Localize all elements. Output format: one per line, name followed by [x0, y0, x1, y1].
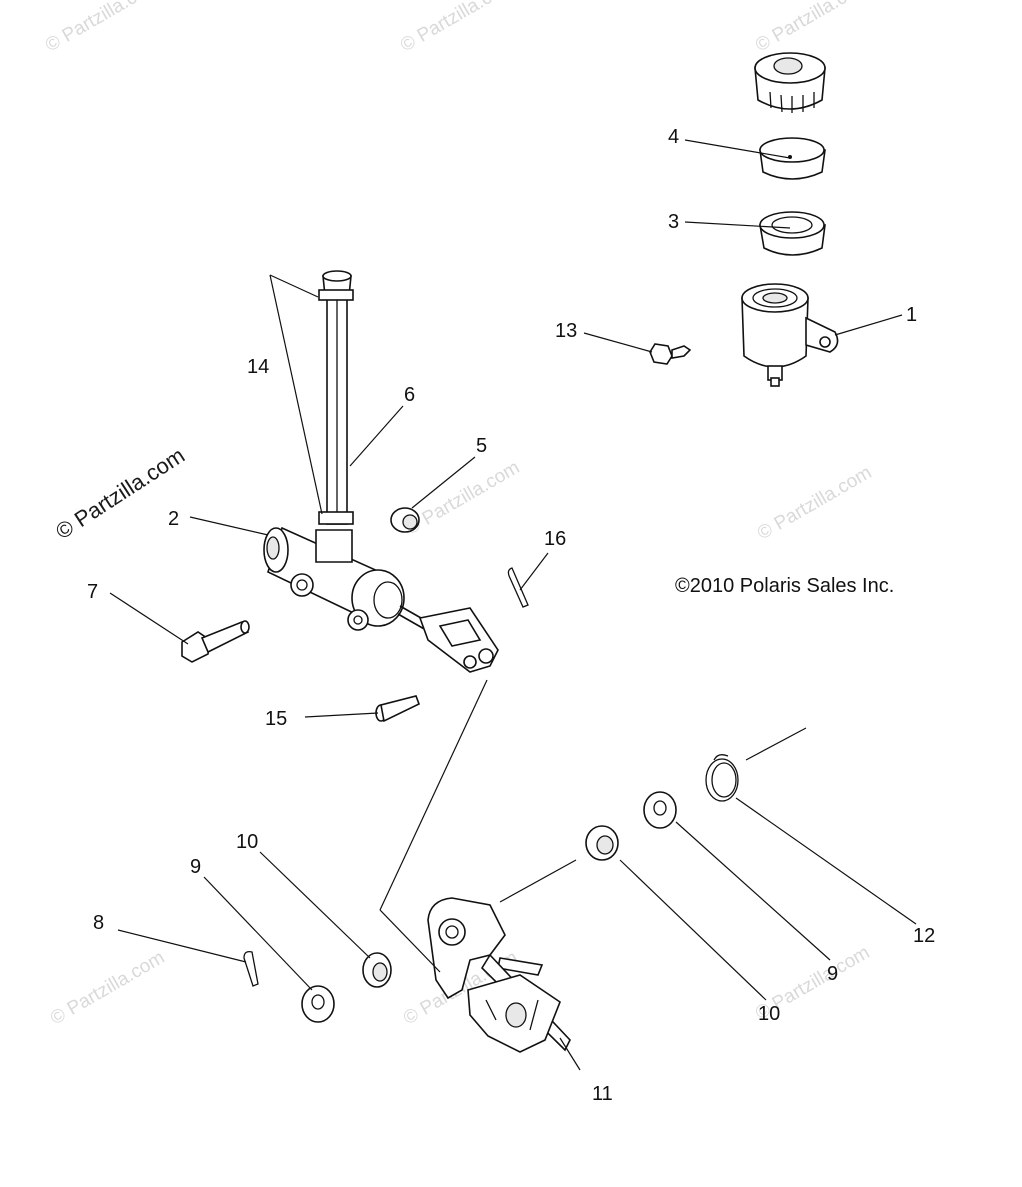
callout-14: 14	[247, 356, 269, 378]
leader-lines	[109, 139, 917, 1071]
callout-9: 9	[190, 856, 201, 878]
watermark: © Partzilla.com	[47, 947, 168, 1029]
bushing	[585, 825, 619, 861]
watermark-layer: © Partzilla.com © Partzilla.com © Partzi…	[42, 0, 875, 1029]
reservoir-seal	[759, 211, 826, 256]
callout-7: 7	[87, 581, 98, 603]
cotter-pin	[243, 950, 259, 987]
callout-16: 16	[544, 528, 566, 550]
callout-4: 4	[668, 126, 679, 148]
brake-pedal	[427, 897, 571, 1053]
callout-5: 5	[476, 435, 487, 457]
callout-10: 10	[758, 1003, 780, 1025]
reservoir	[741, 283, 839, 387]
hose-clamp	[318, 511, 354, 525]
bushing	[362, 952, 392, 988]
watermark: © Partzilla.com	[754, 462, 875, 544]
hose	[322, 270, 352, 525]
washer	[301, 985, 335, 1023]
watermark: © Partzilla.com	[752, 0, 873, 56]
mounting-bolt	[181, 620, 250, 663]
watermark: © Partzilla.com	[402, 457, 523, 539]
clevis-pin	[375, 695, 421, 723]
callout-10: 10	[236, 831, 258, 853]
callout-3: 3	[668, 211, 679, 233]
reservoir-cap	[754, 52, 826, 113]
callout-12: 12	[913, 925, 935, 947]
callout-1: 1	[906, 304, 917, 326]
callout-8: 8	[93, 912, 104, 934]
washer	[643, 791, 677, 829]
callout-2: 2	[168, 508, 179, 530]
hose-clamp	[318, 289, 354, 301]
watermark: © Partzilla.com	[42, 0, 163, 56]
callout-11: 11	[592, 1083, 613, 1105]
callout-15: 15	[265, 708, 287, 730]
callout-13: 13	[555, 320, 577, 342]
master-cylinder	[263, 526, 499, 673]
copyright-notice: ©2010 Polaris Sales Inc.	[675, 575, 894, 597]
callout-6: 6	[404, 384, 415, 406]
return-spring	[705, 754, 739, 802]
callout-9: 9	[827, 963, 838, 985]
reservoir-screw	[649, 343, 692, 365]
cotter-pin	[507, 567, 529, 608]
callouts: 4 3 1 13 14 6 5 2 16 7 15 10 9 8 12 9 10…	[87, 126, 935, 1105]
watermark: © Partzilla.com	[397, 0, 518, 56]
reservoir-diaphragm	[759, 137, 826, 180]
grommet	[390, 507, 420, 533]
